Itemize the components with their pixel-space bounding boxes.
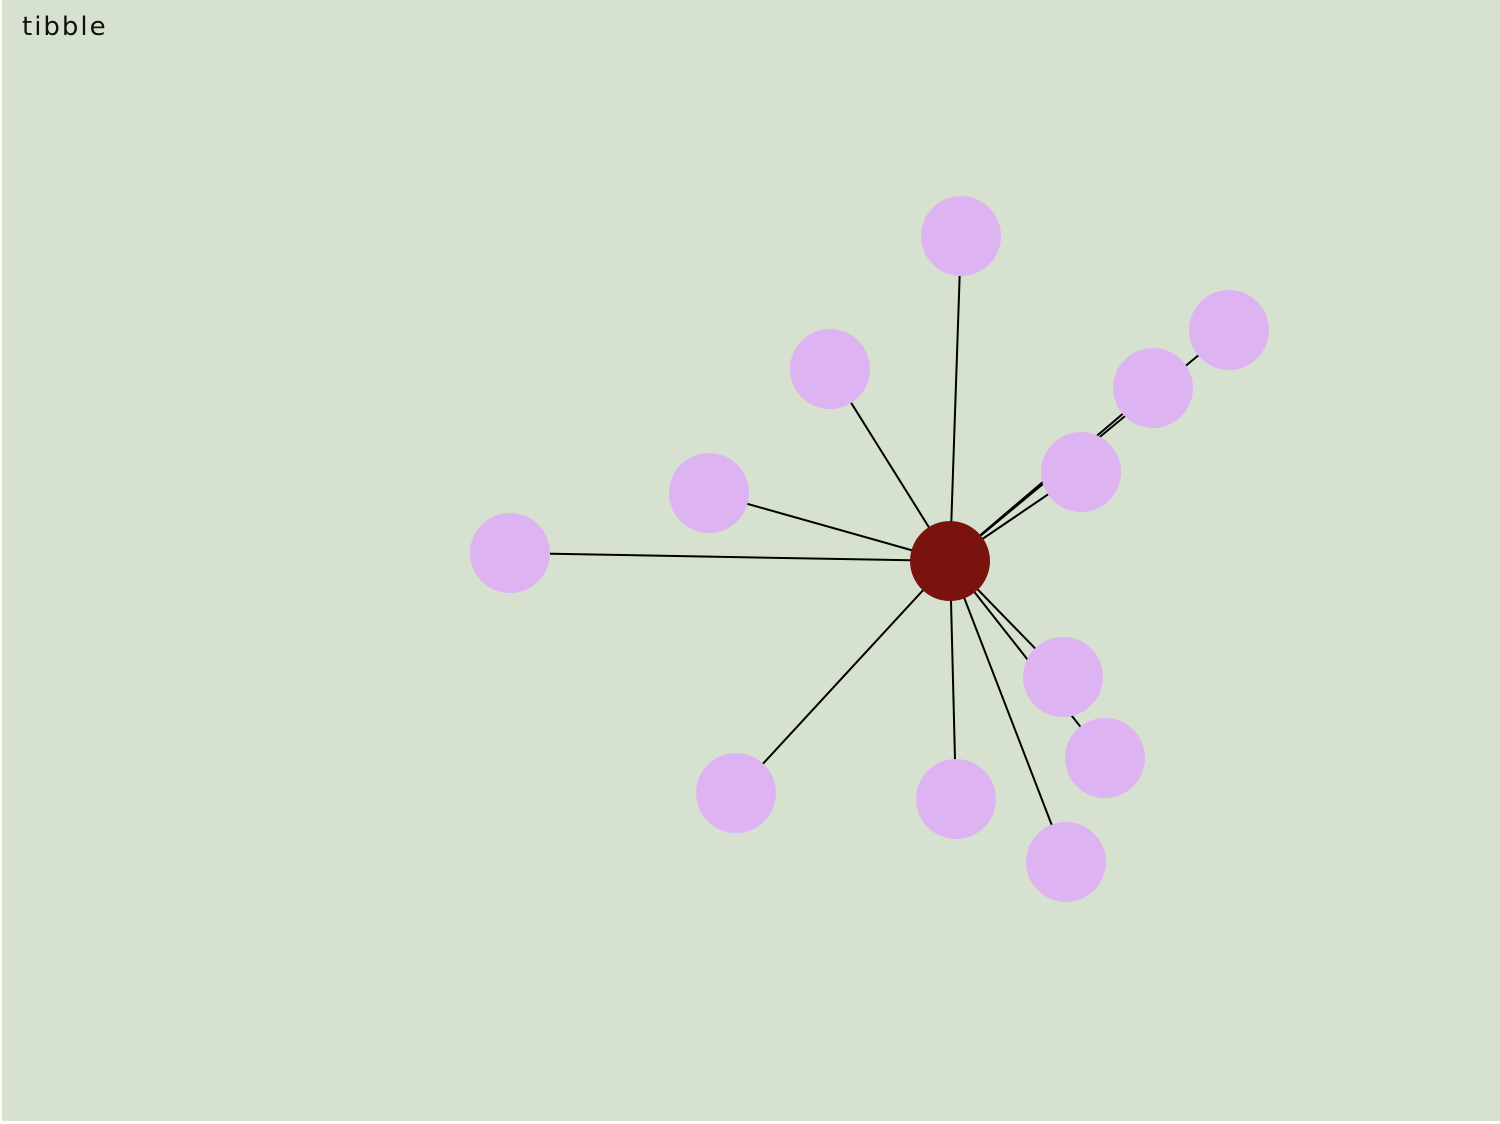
leaf-node-n3[interactable]	[669, 453, 749, 533]
edge-center-n4	[509, 552, 951, 562]
leaf-node-n10[interactable]	[1026, 822, 1106, 902]
leaf-node-n2[interactable]	[790, 329, 870, 409]
edge-center-n3	[708, 492, 951, 562]
edge-center-n10	[949, 560, 1067, 863]
leaf-node-n7[interactable]	[1041, 432, 1121, 512]
center-node[interactable]	[910, 521, 990, 601]
node-layer	[470, 196, 1269, 902]
leaf-node-n5[interactable]	[1113, 348, 1193, 428]
edge-center-n12	[735, 560, 951, 794]
leaf-node-n4[interactable]	[470, 513, 550, 593]
leaf-node-n6[interactable]	[1189, 290, 1269, 370]
leaf-node-n9[interactable]	[1065, 718, 1145, 798]
leaf-node-n8[interactable]	[1023, 637, 1103, 717]
leaf-node-n12[interactable]	[696, 753, 776, 833]
graph-title: tibble	[22, 12, 108, 42]
edge-center-n1	[949, 235, 962, 562]
leaf-node-n1[interactable]	[921, 196, 1001, 276]
leaf-node-n11[interactable]	[916, 759, 996, 839]
